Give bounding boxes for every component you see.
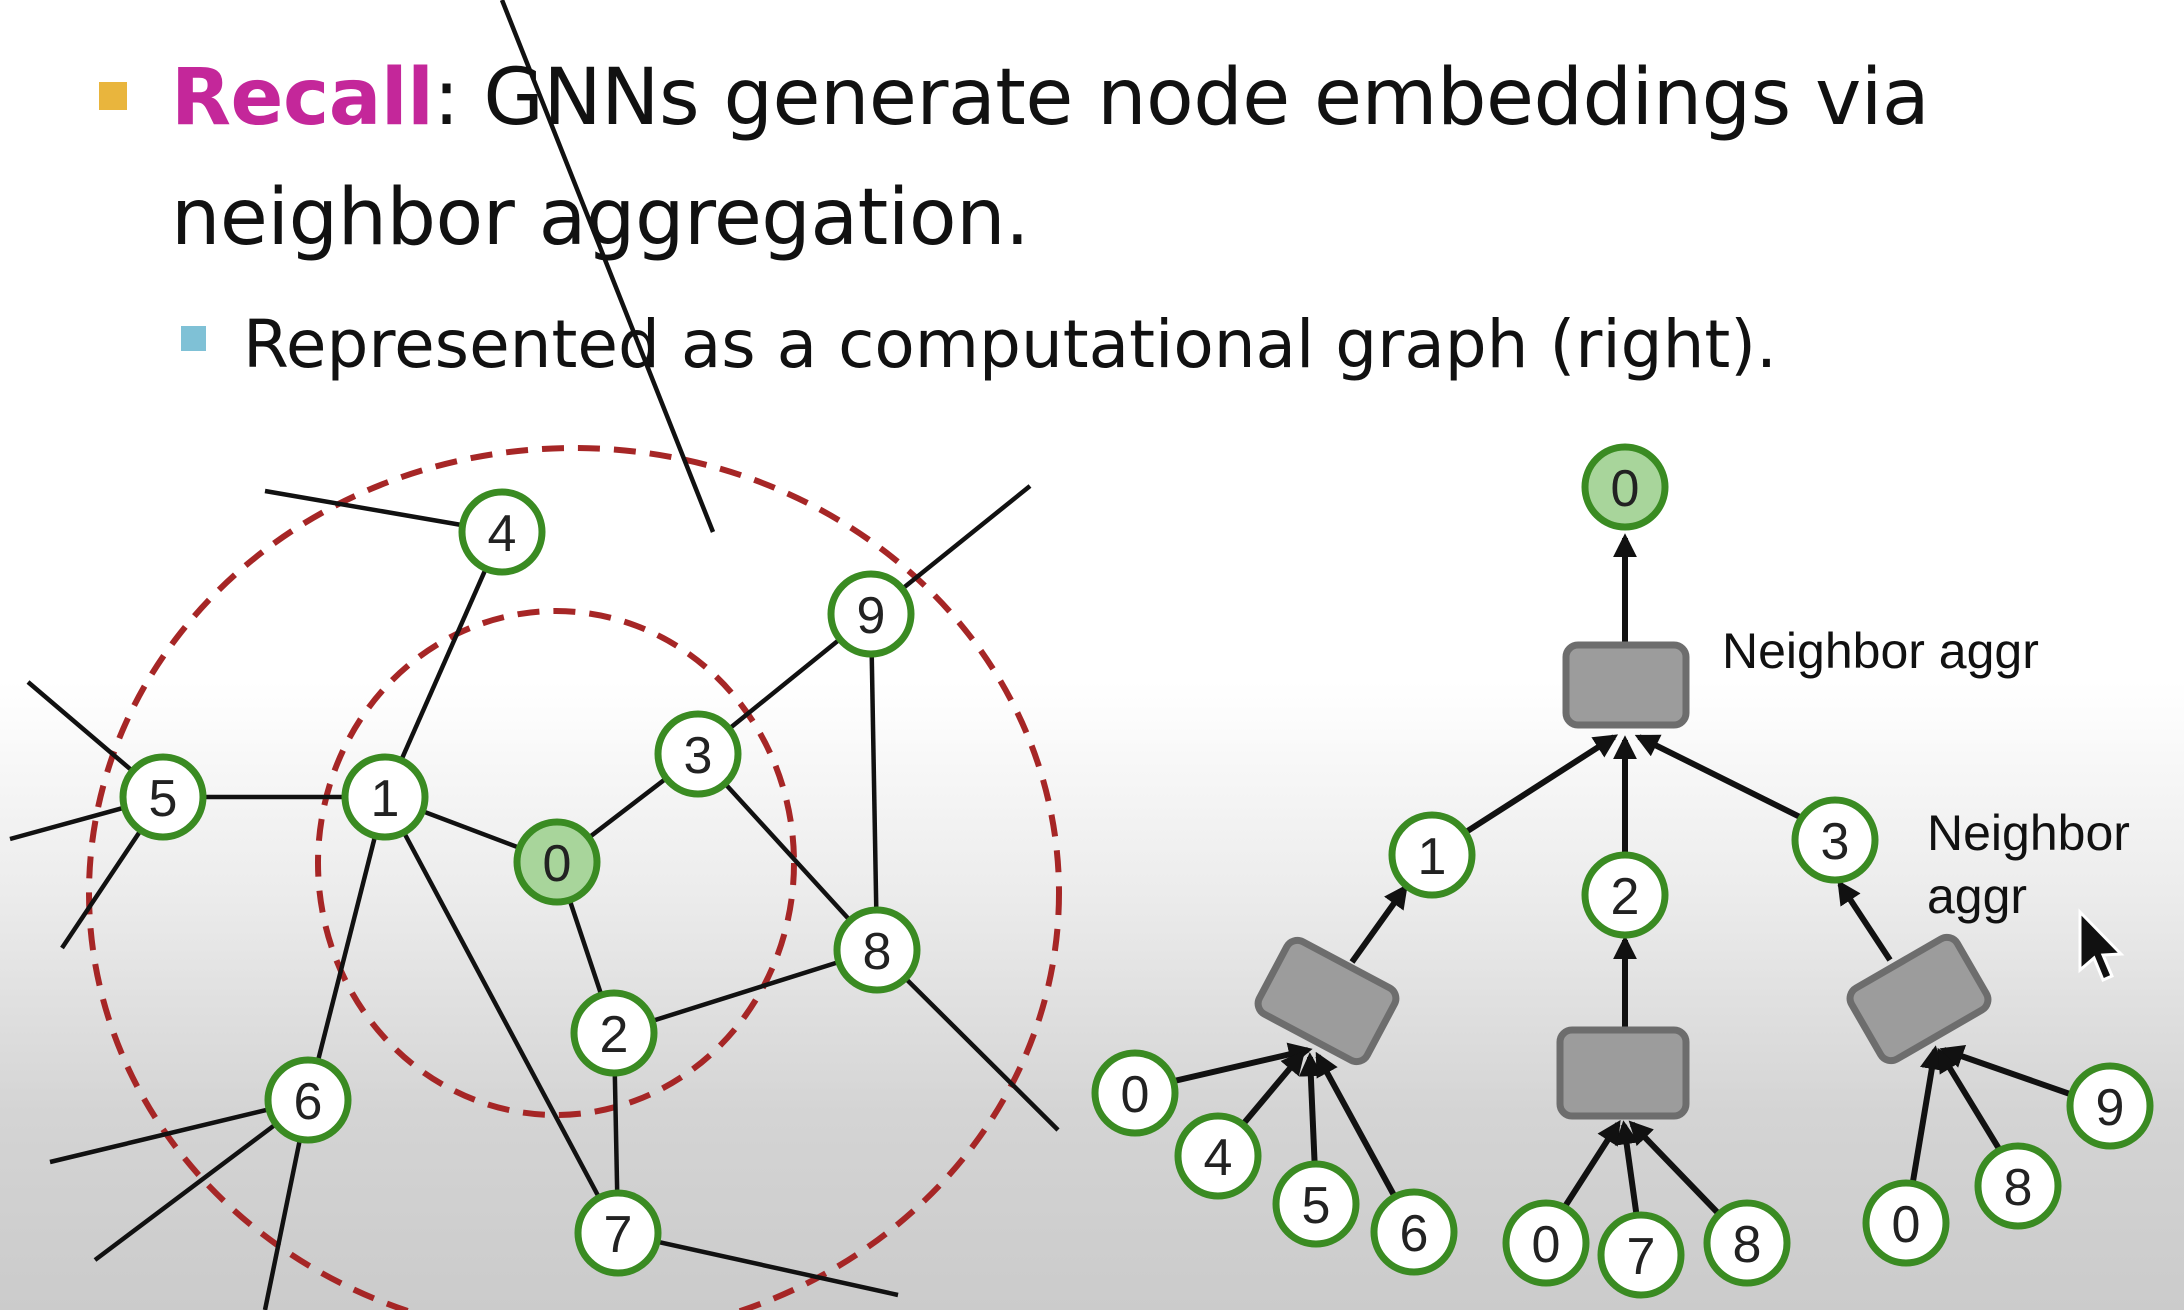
- svg-text:9: 9: [857, 587, 886, 645]
- comp-node-2: 2: [1581, 851, 1669, 939]
- slide-title: Recall: GNNs generate node embeddings vi…: [171, 38, 2131, 278]
- edge-6-a: [49, 1097, 309, 1165]
- arrow-1-to-agg: [1464, 734, 1619, 835]
- edge-1-6: [305, 796, 388, 1101]
- svg-text:0: 0: [1892, 1196, 1921, 1254]
- arrow-3-to-agg: [1634, 734, 1804, 821]
- edge-3-8: [696, 752, 879, 952]
- root-aggregator: [1562, 641, 1690, 729]
- edge-1-7: [383, 795, 620, 1235]
- graph-node-1: 1: [341, 753, 429, 841]
- arrow-agg3-to-3: [1837, 879, 1893, 962]
- computation-graph: Neighbor aggr Neighbor aggr 0 1 2 3 0 4 …: [1091, 443, 2154, 1299]
- svg-text:5: 5: [149, 770, 178, 828]
- svg-text:3: 3: [1821, 813, 1850, 871]
- arrow-agg1-to-1: [1349, 884, 1408, 964]
- svg-text:9: 9: [2096, 1079, 2125, 1137]
- comp-input-3-0: 0: [1862, 1179, 1950, 1267]
- graph-node-8: 8: [833, 906, 921, 994]
- edge-7-out: [617, 1230, 899, 1298]
- root-aggregator-label: Neighbor aggr: [1722, 623, 2039, 679]
- svg-text:3: 3: [684, 727, 713, 785]
- comp-input-1-0: 0: [1091, 1049, 1179, 1137]
- main-bullet: [99, 82, 127, 110]
- edge-1-4: [382, 531, 505, 798]
- svg-text:6: 6: [1400, 1205, 1429, 1263]
- svg-text:5: 5: [1302, 1177, 1331, 1235]
- svg-text:8: 8: [2004, 1159, 2033, 1217]
- graph-node-5: 5: [119, 753, 207, 841]
- mouse-cursor-icon: [2078, 908, 2125, 982]
- comp-input-1-6: 6: [1370, 1188, 1458, 1276]
- svg-text:0: 0: [543, 835, 572, 893]
- comp-input-3-9: 9: [2066, 1062, 2154, 1150]
- edge-2-8: [613, 947, 878, 1036]
- graph-node-2: 2: [570, 989, 658, 1077]
- comp-input-1-4: 4: [1174, 1112, 1262, 1200]
- svg-text:1: 1: [371, 770, 400, 828]
- aggregator-node-2: [1556, 1026, 1690, 1120]
- layer-aggregator-label-line2: aggr: [1927, 868, 2027, 924]
- sub-bullet: [181, 326, 206, 351]
- subtitle: Represented as a computational graph (ri…: [243, 306, 1778, 383]
- input-graph: 0 1 2 3 4 5 6 7 8 9: [9, 0, 1062, 1310]
- comp-input-1-5: 5: [1272, 1160, 1360, 1248]
- svg-text:8: 8: [1733, 1216, 1762, 1274]
- svg-text:7: 7: [1627, 1228, 1656, 1286]
- title-text: : GNNs generate node embeddings via neig…: [171, 53, 1930, 263]
- aggregator-node-1: [1254, 936, 1400, 1066]
- one-hop-ring: [315, 608, 797, 1118]
- svg-text:0: 0: [1121, 1066, 1150, 1124]
- edge-6-b: [93, 1098, 310, 1262]
- comp-input-3-8: 8: [1974, 1142, 2062, 1230]
- comp-root-node-0: 0: [1581, 443, 1669, 531]
- comp-input-2-8: 8: [1703, 1199, 1791, 1287]
- svg-text:6: 6: [294, 1073, 323, 1131]
- graph-node-0: 0: [513, 818, 601, 906]
- two-hop-ring: [86, 445, 1062, 1310]
- graph-node-9: 9: [827, 570, 915, 658]
- aggregator-node-3: [1846, 933, 1992, 1065]
- svg-text:1: 1: [1418, 828, 1447, 886]
- svg-text:4: 4: [488, 505, 517, 563]
- edge-4-out: [499, 0, 716, 533]
- graph-node-3: 3: [654, 710, 742, 798]
- recall-highlight: Recall: [171, 53, 434, 143]
- comp-node-3: 3: [1791, 796, 1879, 884]
- comp-input-2-0: 0: [1502, 1199, 1590, 1287]
- svg-text:0: 0: [1611, 460, 1640, 518]
- comp-node-1: 1: [1388, 811, 1476, 899]
- comp-input-2-7: 7: [1597, 1211, 1685, 1299]
- svg-text:2: 2: [1611, 868, 1640, 926]
- svg-text:7: 7: [604, 1206, 633, 1264]
- edge-9-8: [868, 613, 880, 951]
- svg-text:8: 8: [863, 923, 892, 981]
- graph-node-7: 7: [574, 1189, 662, 1277]
- graph-node-4: 4: [458, 488, 546, 576]
- svg-text:2: 2: [600, 1006, 629, 1064]
- svg-text:0: 0: [1532, 1216, 1561, 1274]
- layer-aggregator-label-line1: Neighbor: [1927, 805, 2130, 861]
- graph-node-6: 6: [264, 1056, 352, 1144]
- svg-text:4: 4: [1204, 1129, 1233, 1187]
